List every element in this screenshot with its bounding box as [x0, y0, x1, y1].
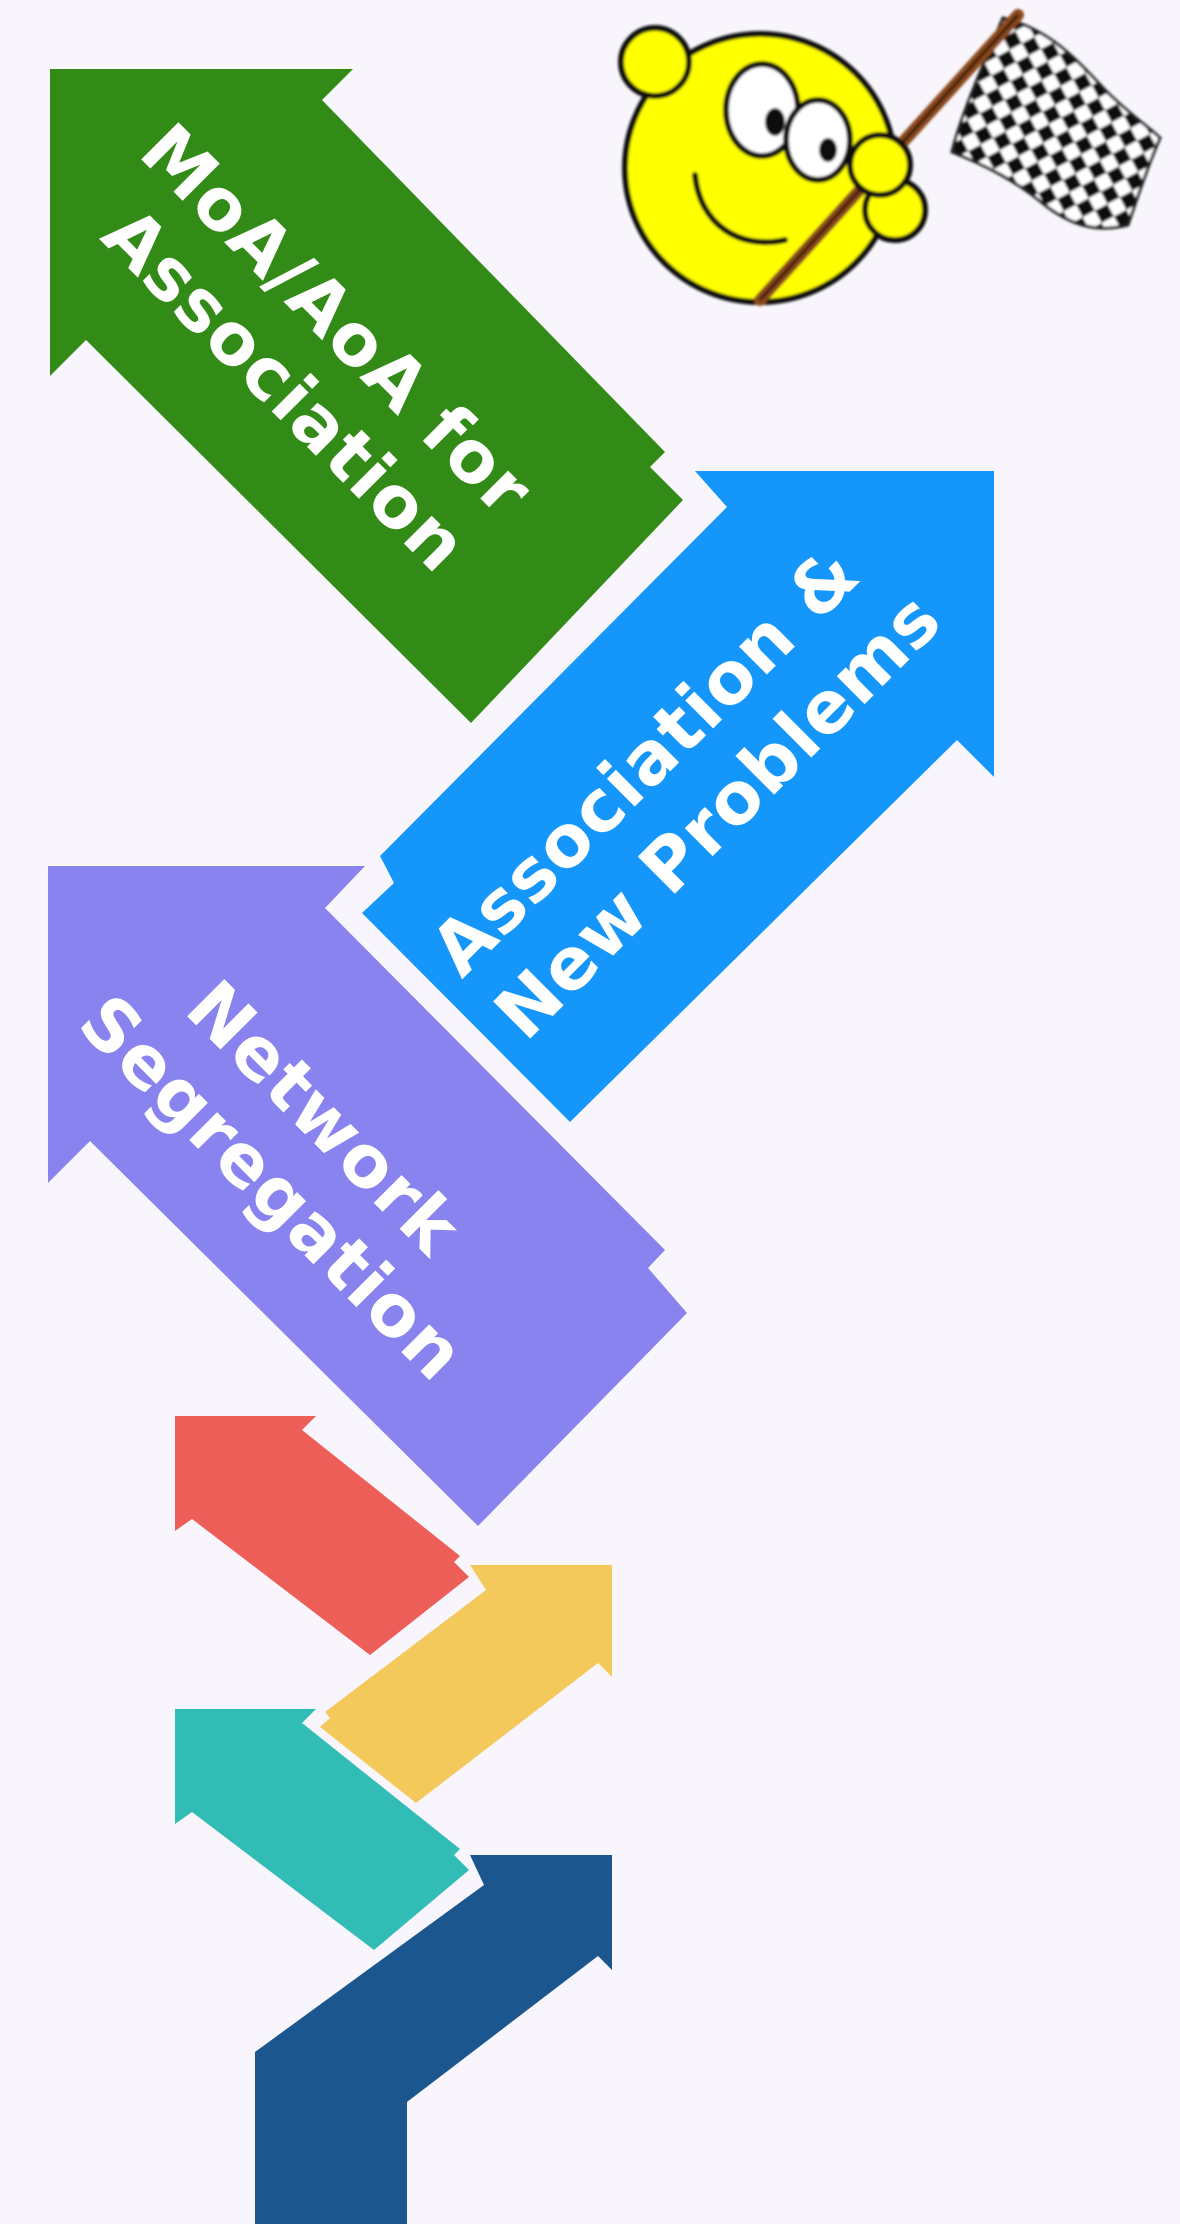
small-arrow-red: [175, 1416, 469, 1655]
checkered-flag-cloth: [950, 16, 1162, 230]
smiley-with-checkered-flag-icon: [618, 9, 1162, 306]
path-arrow-start: [255, 1855, 612, 2224]
step-arrow-network-shape: [48, 866, 687, 1526]
small-arrow-teal: [175, 1709, 469, 1950]
step-arrow-association-shape: [362, 471, 994, 1122]
step-arrow-moa-shape: [50, 69, 683, 723]
step-arrow-moa: MoA/AoA for Association: [50, 69, 683, 723]
small-arrow-yellow: [320, 1565, 612, 1803]
